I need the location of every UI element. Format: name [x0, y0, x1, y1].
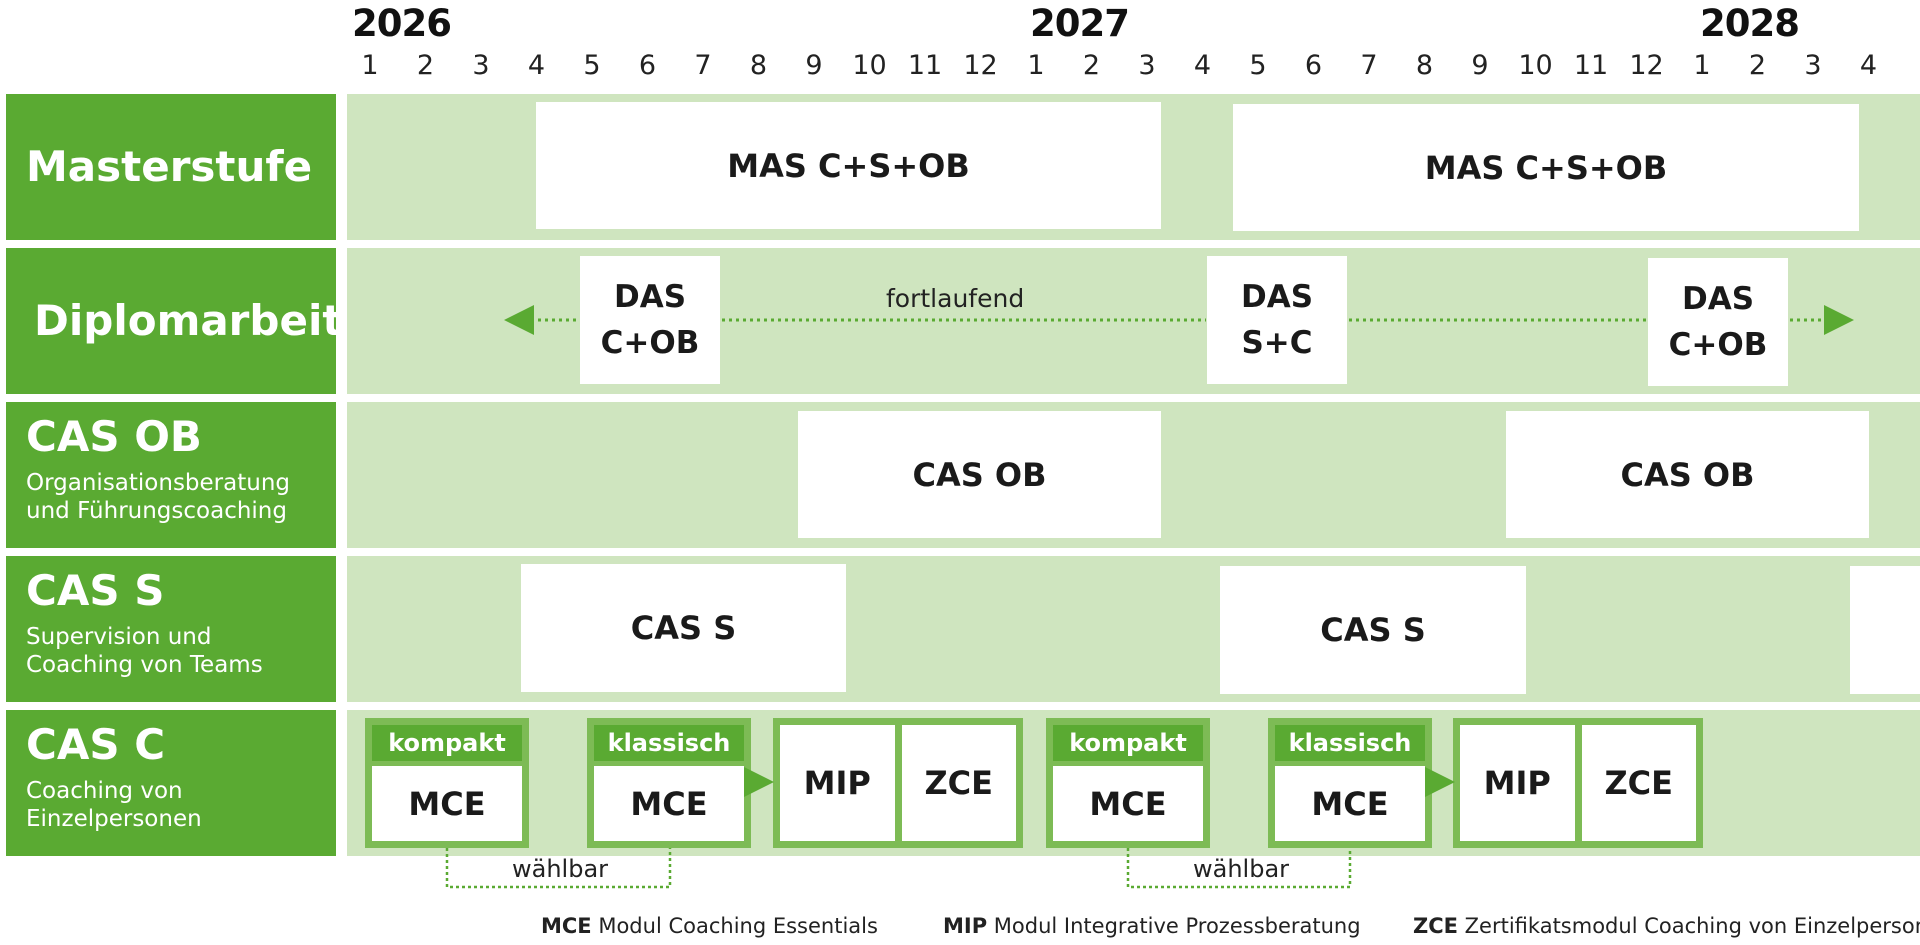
row-label-cas-s: CAS S Supervision und Coaching von Teams [6, 556, 336, 702]
legend-item-mip: MIP Modul Integrative Prozessberatung [943, 914, 1361, 938]
legend-item-zce: ZCE Zertifikatsmodul Coaching von Einzel… [1413, 914, 1920, 938]
continuous-label: fortlaufend [886, 284, 1025, 313]
module-name: MCE [594, 766, 744, 841]
das-line: S+C [1241, 325, 1313, 361]
module-pair-mip-zce: MIP ZCE [1453, 718, 1703, 848]
das-line: DAS [1681, 281, 1755, 317]
row-subtitle-line: Supervision und [26, 624, 212, 650]
month-label: 2 [1082, 50, 1101, 81]
month-label: 10 [1518, 50, 1553, 81]
row-subtitle-line: Organisationsberatung [26, 470, 291, 496]
month-label: 7 [694, 50, 712, 81]
module-name: MCE [1053, 766, 1203, 841]
month-label: 11 [907, 50, 943, 81]
month-label: 4 [1193, 50, 1212, 81]
month-label: 2 [1748, 50, 1767, 81]
legend-abbr: ZCE [1413, 914, 1458, 938]
month-label: 9 [1471, 50, 1489, 81]
cas-s-box: CAS S [1220, 566, 1526, 694]
legend-text: Modul Coaching Essentials [598, 914, 878, 938]
mas-box: MAS C+S+OB [1233, 104, 1859, 231]
legend-text: Zertifikatsmodul Coaching von Einzelpers… [1464, 914, 1920, 938]
month-label: 3 [472, 50, 490, 81]
das-line: DAS [613, 279, 687, 315]
row-title: CAS OB [26, 412, 202, 461]
das-box: DAS C+OB [1648, 258, 1788, 386]
month-label: 3 [1138, 50, 1156, 81]
month-label: 1 [1693, 50, 1711, 81]
month-label: 6 [1304, 50, 1323, 81]
das-line: C+OB [600, 325, 700, 361]
month-label: 8 [749, 50, 768, 81]
row-label-masterstufe: Masterstufe [6, 94, 336, 240]
month-label: 12 [1629, 50, 1664, 81]
row-title: Masterstufe [26, 142, 313, 191]
legend-abbr: MCE [541, 914, 592, 938]
cas-ob-box: CAS OB [798, 411, 1161, 538]
module-name: MCE [1275, 766, 1425, 841]
cas-ob-box: CAS OB [1506, 411, 1869, 538]
module-tag: kompakt [1053, 725, 1203, 761]
module-mce-kompakt: kompakt MCE [1046, 718, 1210, 848]
month-label: 6 [638, 50, 657, 81]
module-tag: kompakt [372, 725, 522, 761]
module-mce-klassisch: klassisch MCE [587, 718, 751, 848]
module-zce: ZCE [1581, 725, 1696, 841]
row-subtitle-line: Einzelpersonen [26, 806, 202, 832]
month-label: 5 [583, 50, 601, 81]
module-zce: ZCE [901, 725, 1016, 841]
cas-s-box: CAS S [521, 564, 846, 692]
month-label: 12 [963, 50, 998, 81]
module-mce-kompakt: kompakt MCE [365, 718, 529, 848]
das-line: C+OB [1668, 327, 1768, 363]
legend-text: Modul Integrative Prozessberatung [993, 914, 1361, 938]
legend-abbr: MIP [943, 914, 988, 938]
month-label: 4 [527, 50, 546, 81]
year-label: 2028 [1700, 2, 1800, 45]
month-label: 7 [1360, 50, 1378, 81]
row-subtitle-line: und Führungscoaching [26, 498, 287, 524]
row-label-diplomarbeit: Diplomarbeit [6, 248, 342, 394]
month-label: 3 [1804, 50, 1822, 81]
year-label: 2026 [352, 2, 452, 45]
month-label: 1 [1027, 50, 1045, 81]
row-subtitle: Organisationsberatung und Führungscoachi… [26, 468, 336, 526]
month-label: 5 [1249, 50, 1267, 81]
row-title: CAS S [26, 566, 165, 615]
row-subtitle-line: Coaching von Teams [26, 652, 263, 678]
month-label: 9 [805, 50, 823, 81]
row-subtitle-line: Coaching von [26, 778, 183, 804]
row-label-cas-ob: CAS OB Organisationsberatung und Führung… [6, 402, 336, 548]
module-tag: klassisch [594, 725, 744, 761]
module-mce-klassisch: klassisch MCE [1268, 718, 1432, 848]
month-label: 11 [1573, 50, 1609, 81]
das-box: DAS C+OB [580, 256, 720, 384]
choice-label: wählbar [1193, 855, 1290, 883]
row-label-cas-c: CAS C Coaching von Einzelpersonen [6, 710, 336, 856]
row-title: CAS C [26, 720, 166, 769]
das-box: DAS S+C [1207, 256, 1347, 384]
year-label: 2027 [1030, 2, 1130, 45]
month-label: 8 [1415, 50, 1434, 81]
choice-label: wählbar [512, 855, 609, 883]
das-line: DAS [1240, 279, 1314, 315]
legend-item-mce: MCE Modul Coaching Essentials [541, 914, 878, 938]
month-label: 4 [1859, 50, 1878, 81]
month-label: 10 [852, 50, 887, 81]
row-subtitle: Coaching von Einzelpersonen [26, 776, 336, 834]
month-label: 1 [361, 50, 379, 81]
cas-s-box-partial [1850, 566, 1920, 694]
module-tag: klassisch [1275, 725, 1425, 761]
module-mip: MIP [1460, 725, 1575, 841]
row-title: Diplomarbeit [34, 296, 343, 345]
month-label: 2 [416, 50, 435, 81]
module-mip: MIP [780, 725, 895, 841]
mas-box: MAS C+S+OB [536, 102, 1161, 229]
row-subtitle: Supervision und Coaching von Teams [26, 622, 336, 680]
module-name: MCE [372, 766, 522, 841]
module-pair-mip-zce: MIP ZCE [773, 718, 1023, 848]
